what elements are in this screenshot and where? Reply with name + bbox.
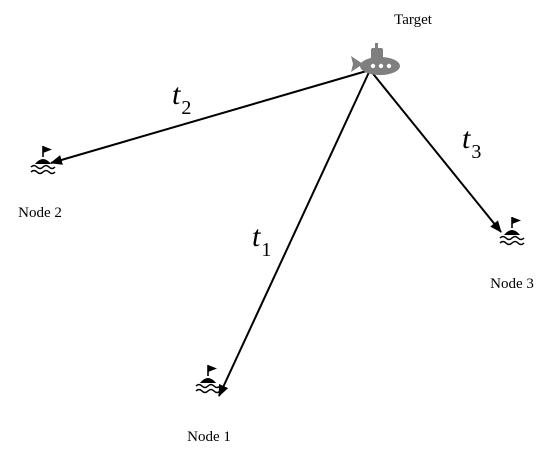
target-label: Target (394, 12, 433, 28)
edge-t3: t3 (369, 69, 502, 233)
edge-t2-label: t2 (172, 78, 191, 119)
node-2: Node 2 (18, 146, 62, 221)
node-3: Node 3 (490, 217, 534, 292)
node-1-label: Node 1 (187, 429, 231, 445)
submarine-icon (351, 43, 400, 75)
edge-t1: t1 (218, 69, 371, 397)
edge-t3-arrow (369, 69, 502, 233)
edge-t1-label: t1 (252, 220, 271, 261)
node-2-label: Node 2 (18, 205, 62, 221)
edge-t2: t2 (50, 69, 371, 165)
edge-t3-label: t3 (462, 122, 481, 163)
node-3-label: Node 3 (490, 276, 534, 292)
buoy-icon (499, 217, 525, 246)
node-1: Node 1 (187, 365, 231, 445)
buoy-icon (195, 365, 221, 394)
buoy-icon (30, 146, 56, 175)
target: Target (351, 12, 433, 75)
edge-t2-arrow (50, 69, 371, 165)
edge-t1-arrow (218, 69, 371, 397)
